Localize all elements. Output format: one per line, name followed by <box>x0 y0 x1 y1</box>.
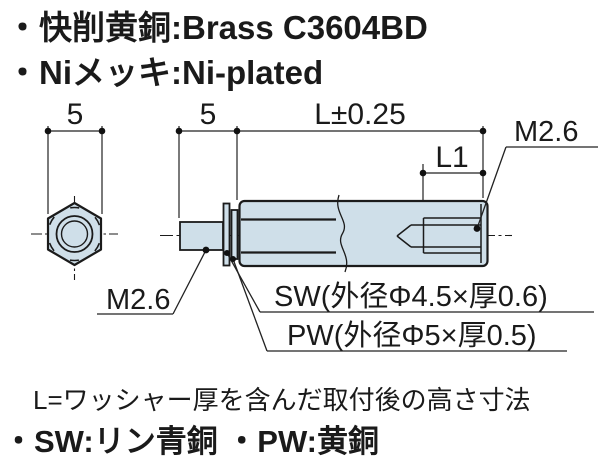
plain-washer <box>222 202 231 267</box>
hex-width-dim-label: 5 <box>67 98 84 131</box>
leader-dot <box>224 250 230 256</box>
thread-circle-inner <box>60 220 89 248</box>
tapped-thread-label: M2.6 <box>514 116 578 148</box>
stud-thread-label: M2.6 <box>106 284 170 316</box>
plating-spec-line: ・Niメッキ:Ni-plated <box>6 54 324 91</box>
dim-dot <box>479 127 487 135</box>
dim-dot <box>419 169 427 177</box>
dim-dot <box>233 127 241 135</box>
stud-length-dim-label: 5 <box>200 98 217 131</box>
threaded-stud <box>179 221 224 251</box>
dim-dot <box>479 169 487 177</box>
thread-depth-dim-label: L1 <box>435 141 468 174</box>
tapped-hole-cone-upper <box>396 224 412 237</box>
plain-washer-label: PW(外径Φ5×厚0.5) <box>287 319 537 352</box>
washer-materials-line: ・SW:リン青銅 ・PW:黄銅 <box>3 424 380 459</box>
spec-header: ・快削黄銅:Brass C3604BD ・Niメッキ:Ni-plated <box>6 5 428 95</box>
mounting-height-note: L=ワッシャー厚を含んだ取付後の高さ寸法 <box>33 385 531 415</box>
spring-washer <box>230 209 239 260</box>
tapped-hole-cone-lower <box>396 235 412 248</box>
stud-thread-leader <box>172 249 207 315</box>
hex-chamfer-arcs <box>47 206 102 262</box>
leader-dot <box>230 256 236 262</box>
dim-dot <box>44 127 52 135</box>
hex-end-outline <box>46 201 103 267</box>
dimension-drawing: 5 5 L±0.25 <box>31 98 598 352</box>
leader-dot <box>202 246 210 254</box>
overall-length-dim-label: L±0.25 <box>314 98 406 131</box>
spring-washer-leader <box>226 252 261 313</box>
thread-circle-outer <box>55 215 94 253</box>
material-spec-line: ・快削黄銅:Brass C3604BD <box>6 9 428 46</box>
dim-dot <box>175 127 183 135</box>
break-line <box>337 194 348 273</box>
spring-washer-label: SW(外径Φ4.5×厚0.6) <box>274 280 548 313</box>
plain-washer-leader <box>232 258 268 352</box>
leader-dot <box>473 225 481 232</box>
dim-dot <box>98 127 106 135</box>
tapped-thread-leader <box>476 146 507 229</box>
standoff-body <box>238 199 489 268</box>
